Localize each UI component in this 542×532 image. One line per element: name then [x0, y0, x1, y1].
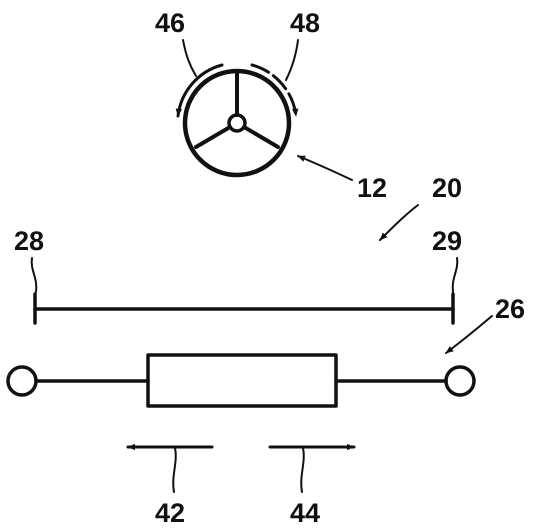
leader-arrow-26: [445, 315, 493, 354]
label-42: 42: [155, 498, 185, 528]
label-20: 20: [432, 173, 462, 203]
leader-29: [451, 257, 459, 293]
leader-44: [300, 447, 305, 493]
rack-range: [30, 257, 459, 325]
leader-46: [182, 39, 197, 77]
leader-arrow-20: [379, 204, 419, 241]
label-12: 12: [357, 173, 387, 203]
label-48: 48: [290, 8, 320, 38]
rack-housing: [146, 353, 338, 408]
label-29: 29: [432, 226, 462, 256]
steering-rack: [6, 353, 476, 408]
leader-arrow-12: [297, 155, 353, 181]
steering-wheel: [182, 68, 292, 178]
rotation-arrow-right: [250, 63, 299, 118]
steering-wheel-hub: [227, 113, 247, 133]
tie-rod-joint-right: [444, 365, 476, 397]
tie-rod-joint-left: [6, 365, 38, 397]
label-28: 28: [14, 226, 44, 256]
label-26: 26: [495, 294, 525, 324]
steering-wheel-spoke-left: [194, 125, 232, 149]
leader-28: [30, 257, 38, 293]
steering-wheel-spoke-right: [242, 125, 280, 149]
leader-42: [172, 447, 177, 493]
rotation-arrow-left: [175, 63, 224, 118]
label-44: 44: [290, 498, 320, 528]
label-46: 46: [155, 8, 185, 38]
leader-48: [285, 39, 299, 81]
